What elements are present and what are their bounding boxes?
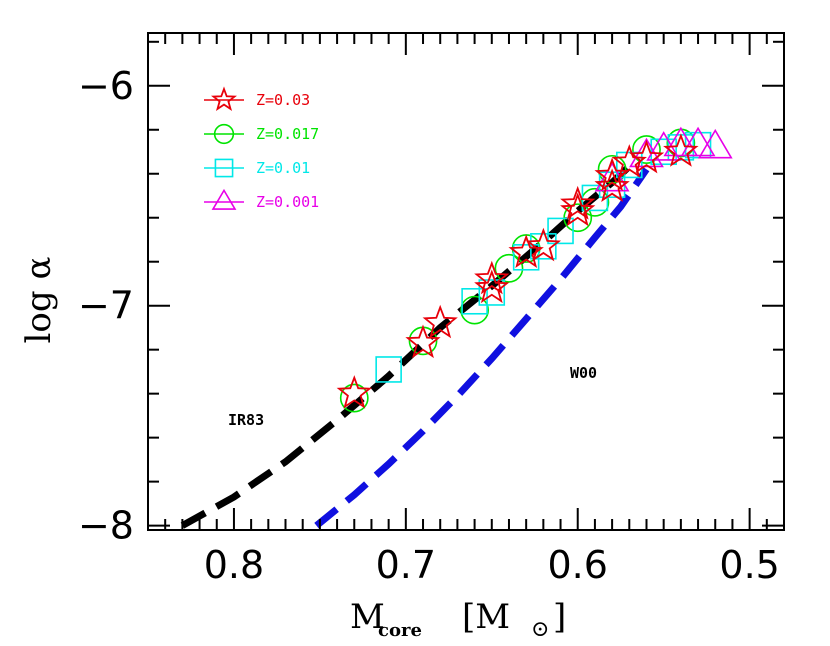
y-tick-label: −8 [78, 504, 134, 548]
legend-label: Z=0.01 [256, 159, 310, 177]
legend-marker-square [214, 158, 234, 178]
data-point-circle [460, 295, 489, 325]
data-point-circle [339, 383, 369, 413]
x-tick-label: 0.5 [719, 543, 779, 587]
x-axis-title: M core [M ⊙ ] [350, 597, 566, 642]
plot-area [180, 126, 733, 529]
plot-frame [147, 32, 785, 531]
curve-label-w00: W00 [570, 364, 597, 382]
data-point-star [405, 324, 441, 359]
data-point-star [628, 139, 665, 174]
data-point-star [474, 269, 510, 304]
y-axis-title: log α [19, 257, 59, 344]
data-point-star [422, 304, 458, 339]
legend-label: Z=0.017 [256, 125, 319, 143]
data-point-star [594, 168, 630, 202]
x-tick-label: 0.8 [204, 543, 264, 587]
curve-label-ir83: IR83 [228, 411, 264, 429]
data-point-square [650, 138, 677, 166]
data-point-triangle [697, 128, 733, 159]
data-point-square [461, 288, 488, 315]
legend-label: Z=0.001 [256, 193, 319, 211]
data-point-star [611, 144, 647, 178]
axis-ticks [147, 33, 785, 530]
data-point-star [474, 260, 510, 295]
x-axis-title-symbol: M [350, 597, 385, 637]
data-point-square [547, 217, 574, 245]
legend-marker-circle [213, 123, 235, 145]
data-point-circle [632, 135, 661, 164]
x-axis-title-subscript: core [378, 620, 422, 641]
x-tick-label: 0.6 [548, 543, 608, 587]
data-point-star [663, 133, 699, 167]
data-point-circle [494, 253, 524, 283]
curve-w00 [314, 167, 650, 529]
data-point-star [336, 375, 372, 409]
data-point-star [560, 192, 596, 227]
x-axis-title-unit-subscript: ⊙ [531, 617, 549, 642]
data-point-square [616, 151, 643, 179]
x-tick-label: 0.7 [376, 543, 436, 587]
x-axis-title-unit-close: ] [553, 597, 566, 637]
y-tick-label: −6 [78, 64, 134, 108]
data-point-star [594, 157, 630, 191]
data-point-triangle [680, 126, 716, 157]
data-point-square [530, 233, 557, 260]
data-point-star [560, 185, 596, 220]
data-point-square [684, 131, 712, 159]
tick-labels: 0.8 0.7 0.6 0.5 −6 −7 −8 [78, 64, 780, 587]
data-point-square [375, 356, 402, 383]
legend-marker-star [211, 86, 237, 111]
legend-label: Z=0.03 [256, 91, 310, 109]
legend-marker-triangle [211, 188, 237, 210]
plot-contents [180, 126, 733, 529]
data-point-star [525, 227, 562, 262]
data-point-triangle [663, 126, 699, 157]
data-point-square [478, 279, 506, 306]
x-axis-title-unit: [M [462, 597, 510, 637]
data-point-square [512, 244, 540, 271]
y-tick-label: −7 [78, 284, 134, 328]
